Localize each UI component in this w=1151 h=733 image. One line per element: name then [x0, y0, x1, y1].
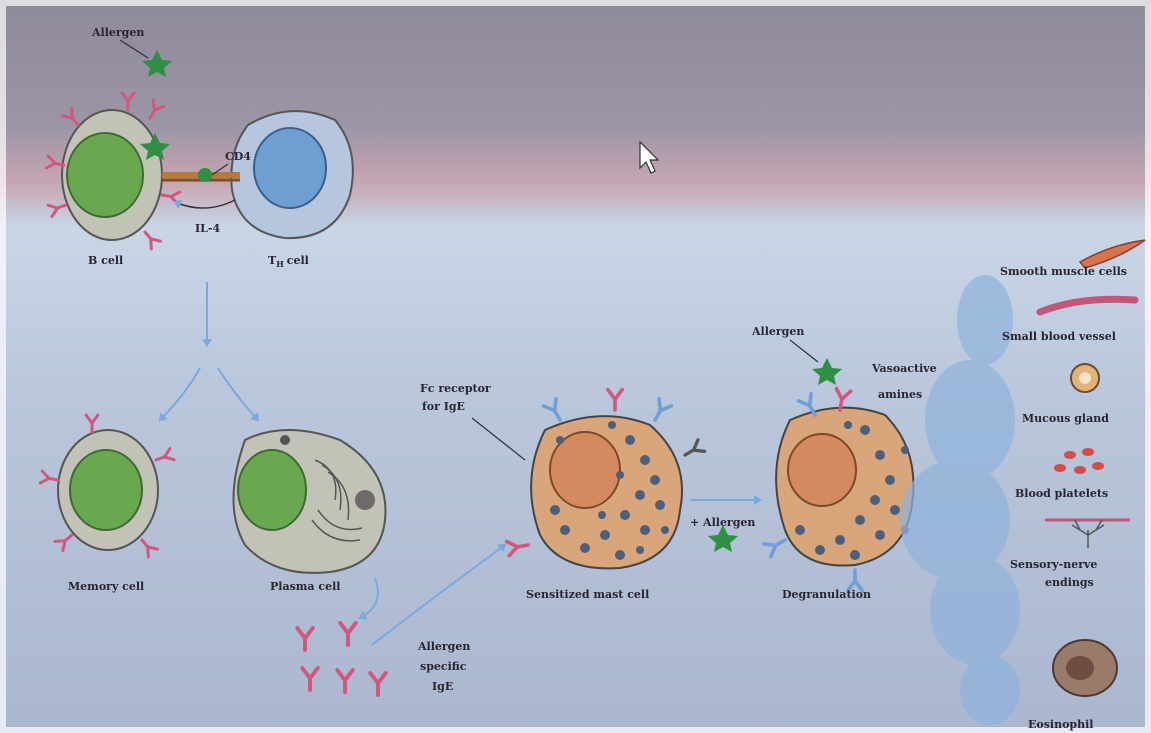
svg-text:amines: amines [878, 388, 922, 401]
svg-text:for IgE: for IgE [422, 400, 465, 413]
th-cell [231, 111, 353, 238]
svg-text:Blood platelets: Blood platelets [1015, 487, 1108, 500]
svg-text:Mucous gland: Mucous gland [1022, 412, 1109, 425]
svg-text:Allergen: Allergen [417, 640, 470, 653]
cd4-label: CD4 [225, 150, 251, 163]
svg-text:IgE: IgE [432, 680, 453, 693]
svg-text:Eosinophil: Eosinophil [1028, 718, 1093, 731]
svg-text:Vasoactive: Vasoactive [871, 362, 937, 375]
memory-cell-label: Memory cell [68, 580, 144, 593]
allergen-top-label: Allergen [91, 26, 144, 39]
degranulation-label: Degranulation [782, 588, 871, 601]
il4-label: IL-4 [195, 222, 220, 235]
svg-text:specific: specific [420, 660, 467, 673]
svg-text:Fc receptor: Fc receptor [420, 382, 491, 395]
svg-text:Sensory-nerve: Sensory-nerve [1010, 558, 1097, 571]
svg-text:endings: endings [1045, 576, 1094, 589]
b-cell-label: B cell [88, 254, 123, 267]
plasma-cell-label: Plasma cell [270, 580, 340, 593]
sensitized-mast-cell-label: Sensitized mast cell [526, 588, 649, 601]
th-cell-label: THcell [268, 254, 309, 269]
svg-text:Allergen: Allergen [751, 325, 804, 338]
svg-text:Small blood vessel: Small blood vessel [1002, 330, 1116, 343]
svg-text:Smooth muscle cells: Smooth muscle cells [1000, 265, 1127, 278]
